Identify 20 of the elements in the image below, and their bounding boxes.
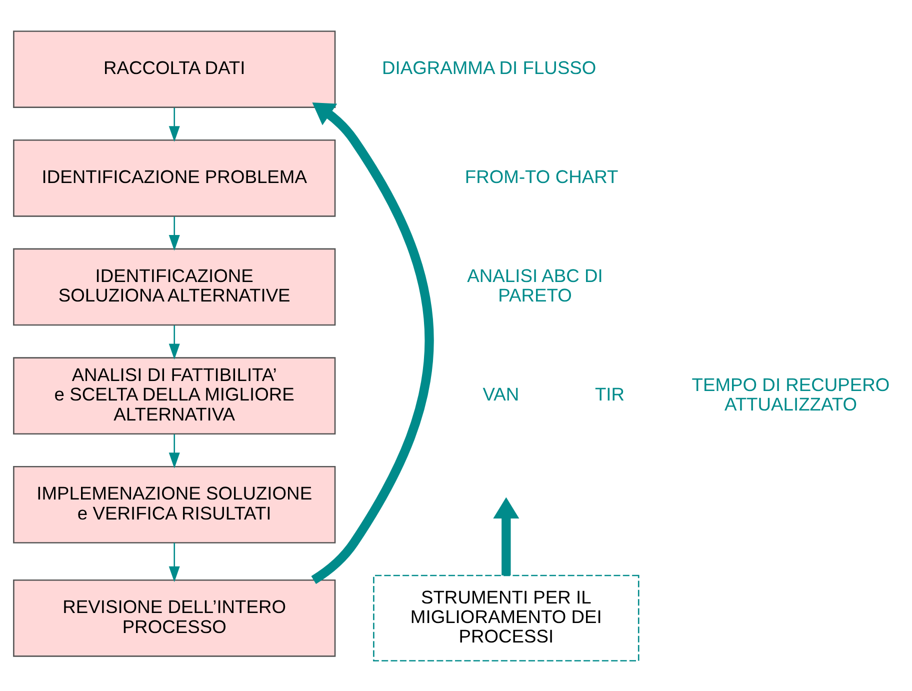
node-box: ANALISI DI FATTIBILITA’ e SCELTA DELLA MIGLIORE ALTERNATIVA: [13, 356, 336, 434]
node-box: IDENTIFICAZIONE SOLUZIONA ALTERNATIVE: [13, 248, 336, 326]
node-box: IDENTIFICAZIONE PROBLEMA: [13, 138, 336, 216]
label: TIR: [594, 383, 625, 404]
arrow: [168, 107, 180, 142]
label: VAN: [482, 383, 520, 404]
label: FROM-TO CHART: [464, 165, 618, 186]
arrow: [168, 216, 180, 250]
label: ANALISI ABC DI PARETO: [467, 264, 603, 306]
node-box: IMPLEMENAZIONE SOLUZIONE e VERIFICA RISULTATI: [13, 466, 336, 543]
node-box: REVISIONE DELL’INTERO PROCESSO: [13, 578, 336, 656]
arrow: [168, 434, 180, 468]
arrow: [311, 102, 434, 584]
node-box: RACCOLTA DATI: [13, 30, 336, 108]
label: DIAGRAMMA DI FLUSSO: [382, 56, 596, 78]
label: TEMPO DI RECUPERO ATTUALIZZATO: [692, 373, 890, 414]
arrow: [168, 542, 180, 582]
node-box: STRUMENTI PER IL MIGLIORAMENTO DEI PROCESSI: [373, 574, 640, 661]
arrow: [168, 324, 180, 360]
arrow: [493, 496, 520, 575]
